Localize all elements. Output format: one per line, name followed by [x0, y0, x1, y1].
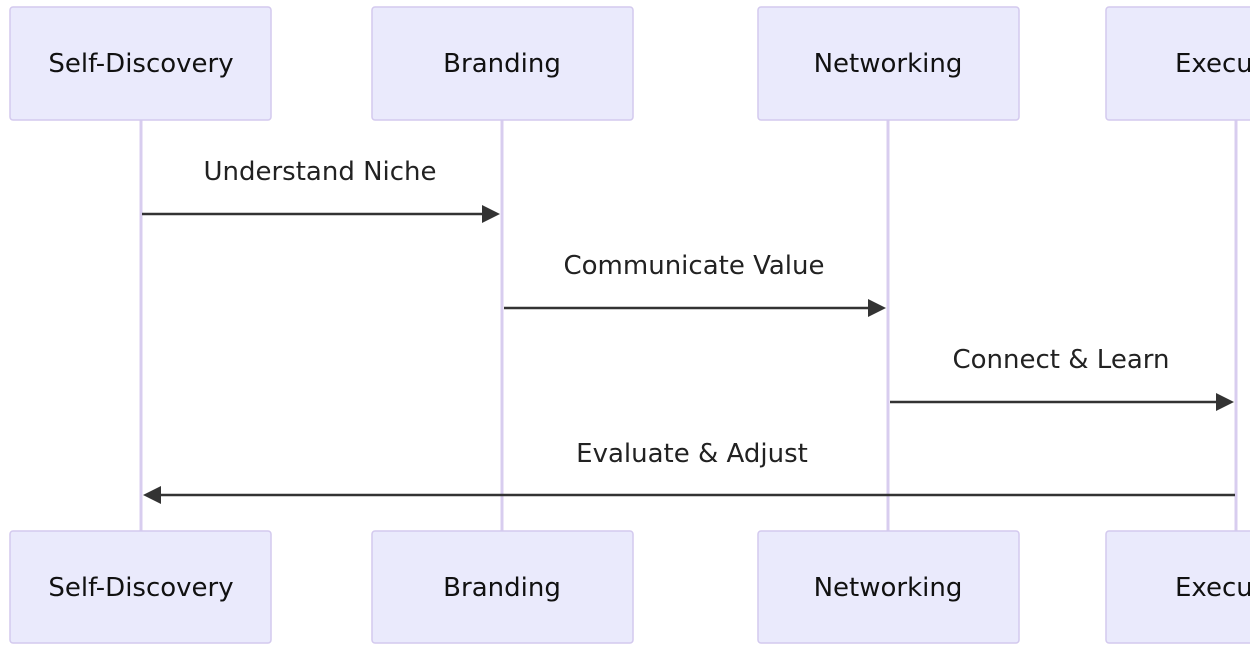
- actor-top-networking: Networking: [757, 6, 1020, 121]
- message-label: Understand Niche: [203, 157, 436, 187]
- top-actors: Self-Discovery Branding Networking Execu: [9, 6, 1250, 121]
- arrowhead-left-icon: [143, 486, 161, 504]
- message-evaluate-adjust: Evaluate & Adjust: [143, 439, 1235, 504]
- arrowhead-right-icon: [1216, 393, 1234, 411]
- actor-label: Branding: [443, 49, 561, 79]
- actor-bottom-networking: Networking: [757, 530, 1020, 644]
- message-understand-niche: Understand Niche: [142, 157, 500, 223]
- actor-top-self-discovery: Self-Discovery: [9, 6, 272, 121]
- actor-bottom-branding: Branding: [371, 530, 634, 644]
- message-connect-learn: Connect & Learn: [890, 345, 1234, 411]
- arrowhead-right-icon: [868, 299, 886, 317]
- lifelines: [139, 120, 1238, 531]
- message-label: Connect & Learn: [953, 345, 1170, 375]
- actor-label: Execu: [1175, 49, 1250, 79]
- actor-label: Execu: [1175, 573, 1250, 603]
- actor-top-execution: Execu: [1105, 6, 1250, 121]
- actor-bottom-self-discovery: Self-Discovery: [9, 530, 272, 644]
- messages: Understand Niche Communicate Value Conne…: [142, 157, 1235, 504]
- message-label: Evaluate & Adjust: [576, 439, 808, 469]
- arrowhead-right-icon: [482, 205, 500, 223]
- actor-top-branding: Branding: [371, 6, 634, 121]
- message-label: Communicate Value: [564, 251, 825, 281]
- actor-label: Networking: [814, 49, 963, 79]
- actor-label: Networking: [814, 573, 963, 603]
- actor-label: Self-Discovery: [48, 573, 233, 603]
- actor-label: Self-Discovery: [48, 49, 233, 79]
- actor-bottom-execution: Execu: [1105, 530, 1250, 644]
- bottom-actors: Self-Discovery Branding Networking Execu: [9, 530, 1250, 644]
- actor-label: Branding: [443, 573, 561, 603]
- message-communicate-value: Communicate Value: [504, 251, 886, 317]
